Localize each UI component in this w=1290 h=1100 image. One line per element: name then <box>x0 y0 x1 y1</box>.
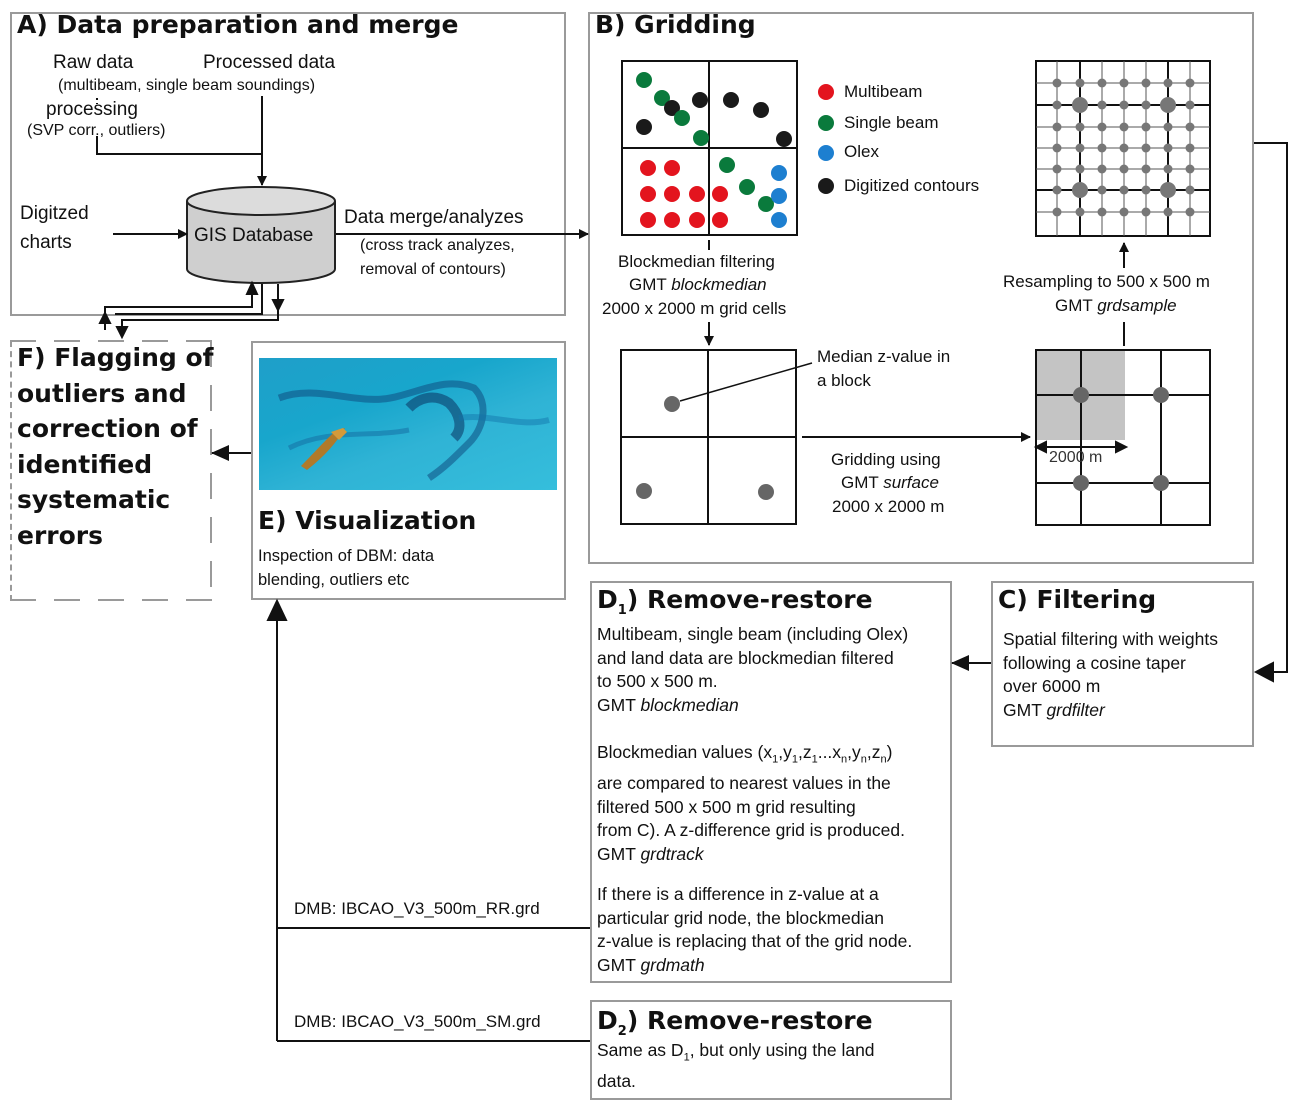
median-label-line2: a block <box>817 371 871 390</box>
legend-olex: Olex <box>844 142 879 161</box>
panel-d1-paragraph2: Blockmedian values (x1,y1,z1...xn,yn,zn)… <box>597 742 906 864</box>
panel-e-title: E) Visualization <box>258 506 477 535</box>
panel-f-dashed-frame <box>10 340 212 601</box>
panel-d2-title: D2) Remove-restore <box>597 1006 873 1039</box>
gridding-line2: GMT surface <box>841 473 939 492</box>
gridding-line1: Gridding using <box>831 450 941 469</box>
panel-c-title: C) Filtering <box>998 585 1157 614</box>
db-f-connectors <box>98 280 285 340</box>
legend-multibeam: Multibeam <box>844 82 923 101</box>
median-leader-line <box>679 362 813 402</box>
panel-e-text: Inspection of DBM: data blending, outlie… <box>258 547 435 589</box>
median-label-line1: Median z-value in <box>817 347 951 366</box>
panel-d1-title: D1) Remove-restore <box>597 585 873 618</box>
processed-data-label: Processed data <box>203 52 336 73</box>
raw-data-note: (multibeam, single beam soundings) <box>58 77 316 94</box>
panel-f-title: F) Flagging of outliers and correction o… <box>17 343 214 550</box>
panel-a-title: A) Data preparation and merge <box>17 10 459 39</box>
panel-c-text: Spatial filtering with weights following… <box>1003 629 1218 720</box>
legend-single-beam: Single beam <box>844 113 939 132</box>
panel-a-arrows <box>96 96 589 239</box>
outputs-to-e-connector <box>266 598 590 1042</box>
blockmedian-line1: Blockmedian filtering <box>618 252 775 271</box>
merge-label: Data merge/analyzes <box>344 207 524 228</box>
digitized-charts-line1: Digitzed <box>20 203 89 224</box>
median-grid <box>620 349 797 525</box>
processing-note: (SVP corr., outliers) <box>27 122 166 139</box>
blockmedian-line3: 2000 x 2000 m grid cells <box>602 299 787 318</box>
merge-note-line1: (cross track analyzes, <box>360 237 515 254</box>
panel-b-title: B) Gridding <box>595 10 756 39</box>
output-rr-label: DMB: IBCAO_V3_500m_RR.grd <box>294 899 540 918</box>
legend-digitized-contours: Digitized contours <box>844 176 980 195</box>
scale-label: 2000 m <box>1049 449 1103 466</box>
resampled-points <box>1052 78 1195 217</box>
panel-f <box>10 341 212 601</box>
panel-d2-text: Same as D1, but only using the land data… <box>597 1040 875 1091</box>
digitized-charts-line2: charts <box>20 232 72 253</box>
panel-d1 <box>590 581 952 983</box>
resampling-line1: Resampling to 500 x 500 m <box>1003 272 1210 291</box>
database-label: GIS Database <box>194 225 314 246</box>
blockmedian-line2: GMT blockmedian <box>629 275 767 294</box>
panel-d1-paragraph1: Multibeam, single beam (including Olex) … <box>597 624 909 715</box>
bathymetry-relief <box>277 380 550 481</box>
raw-points <box>636 72 792 228</box>
raw-data-label: Raw data <box>53 52 134 73</box>
surface-grid <box>1035 349 1211 526</box>
scale-bar <box>1033 440 1129 454</box>
panel-c <box>991 581 1254 747</box>
output-sm-label: DMB: IBCAO_V3_500m_SM.grd <box>294 1012 541 1031</box>
merge-note-line2: removal of contours) <box>360 261 506 278</box>
panel-d1-paragraph3: If there is a difference in z-value at a… <box>597 884 913 975</box>
bathymetry-thumbnail <box>259 358 557 490</box>
b-to-c-connector <box>1253 142 1288 683</box>
database-icon <box>186 186 336 284</box>
legend-dots <box>818 84 834 194</box>
resampling-line2: GMT grdsample <box>1055 296 1177 315</box>
median-points <box>636 396 774 500</box>
raw-points-grid <box>621 60 798 236</box>
gridding-line3: 2000 x 2000 m <box>832 497 945 516</box>
processing-label: processing <box>46 99 138 120</box>
surface-points <box>1073 387 1169 491</box>
